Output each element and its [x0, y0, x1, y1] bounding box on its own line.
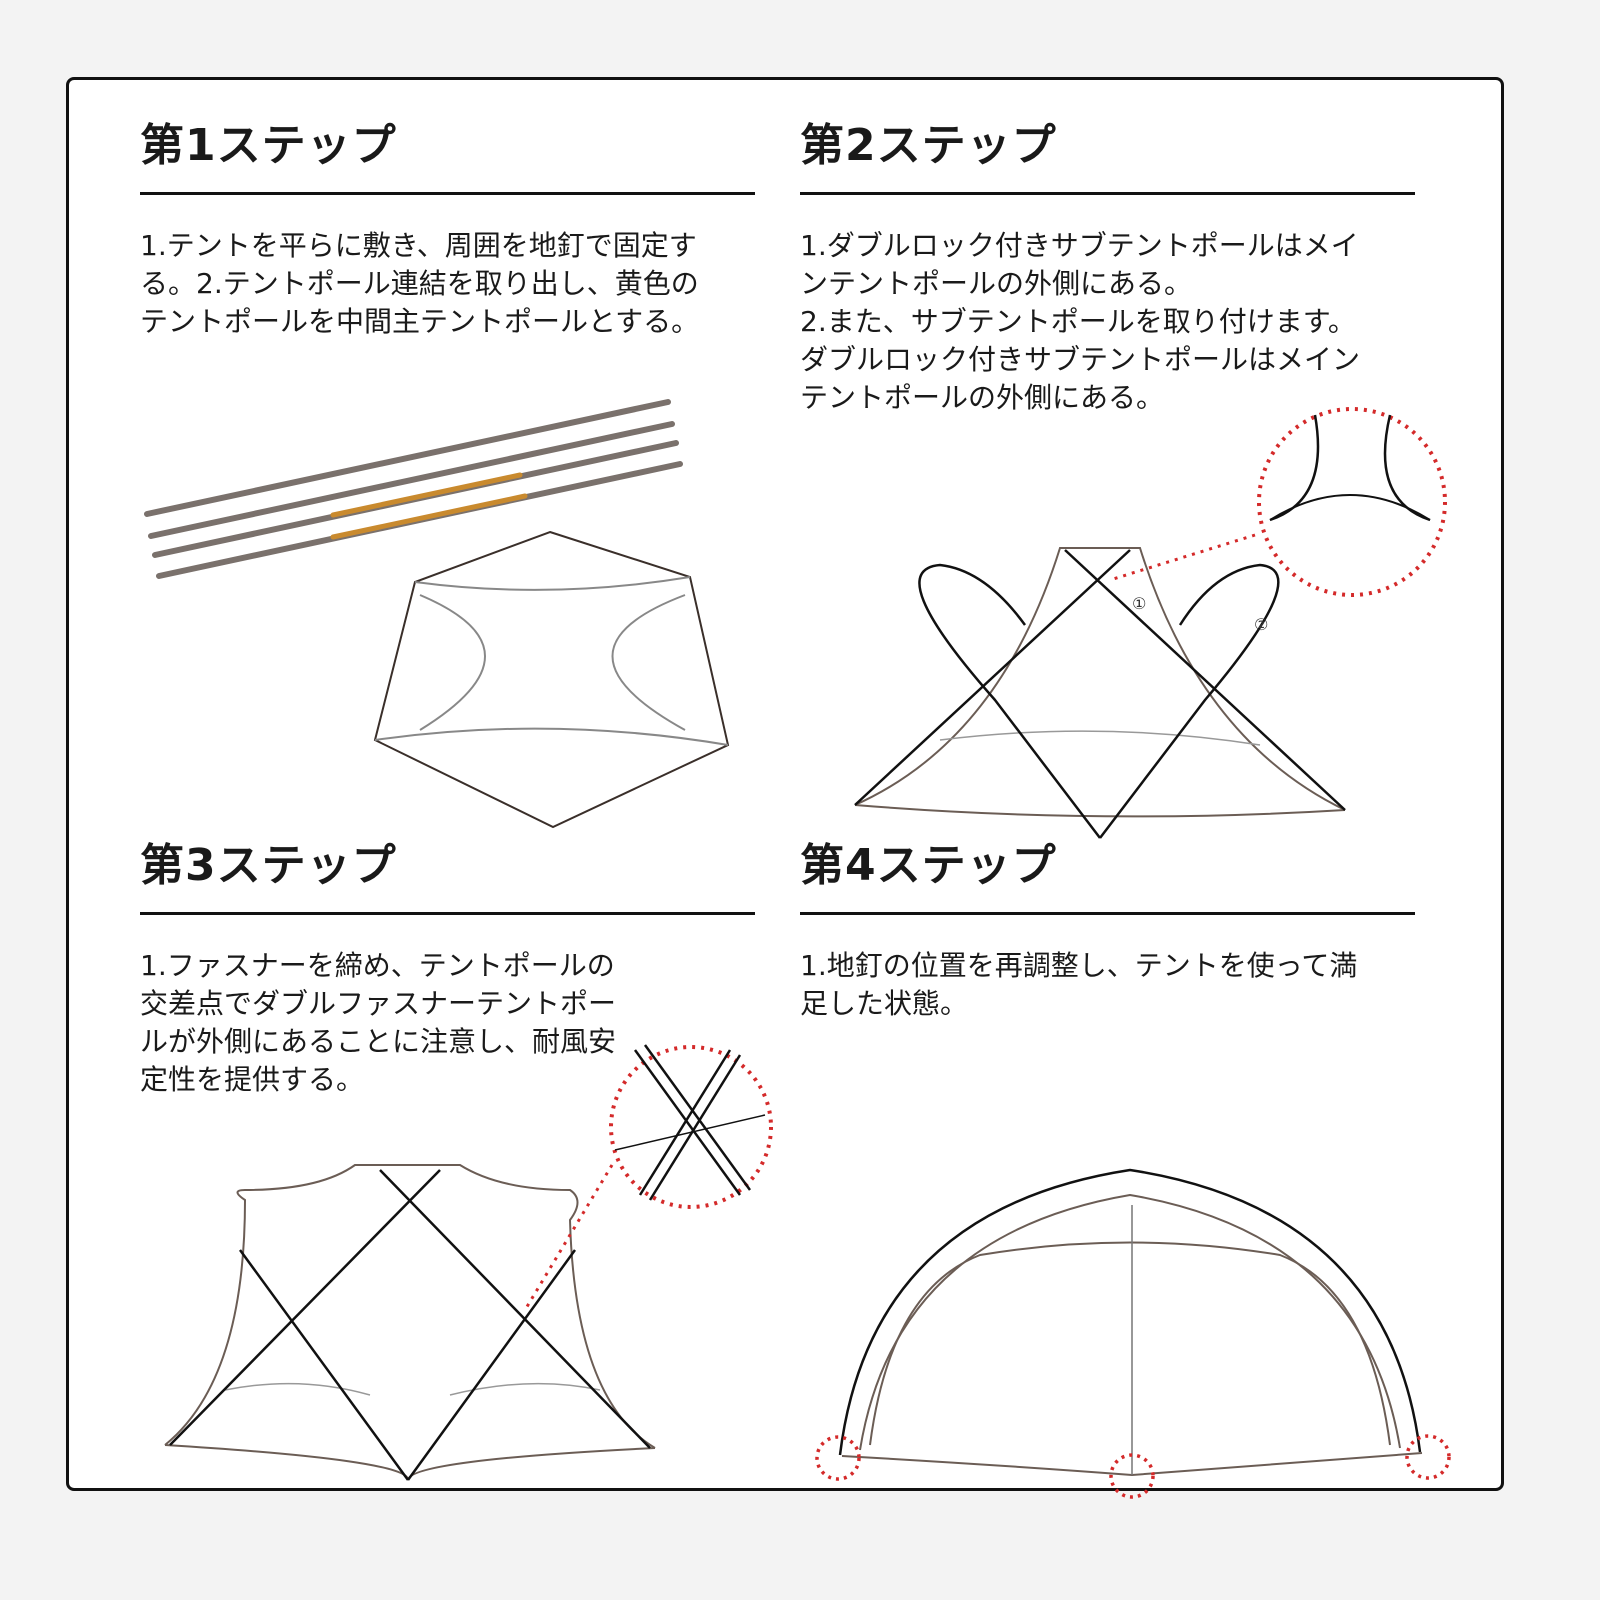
text-line: ンテントポールの外側にある。	[800, 267, 1193, 300]
step-4: 第4ステップ 1.地釘の位置を再調整し、テントを使って満 足した状態。	[800, 838, 1430, 1023]
text-line: る。2.テントポール連結を取り出し、黄色の	[140, 267, 699, 300]
step-1: 第1ステップ 1.テントを平らに敷き、周囲を地釘で固定す る。2.テントポール連…	[140, 118, 770, 341]
text-line: 定性を提供する。	[140, 1063, 365, 1096]
text-line: テントポールの外側にある。	[800, 381, 1165, 414]
step-1-text: 1.テントを平らに敷き、周囲を地釘で固定す る。2.テントポール連結を取り出し、…	[140, 227, 770, 341]
step-3-title: 第3ステップ	[140, 840, 397, 891]
divider	[800, 192, 1415, 195]
text-line: 足した状態。	[800, 987, 969, 1020]
divider	[140, 912, 755, 915]
text-line: 2.また、サブテントポールを取り付けます。	[800, 305, 1356, 338]
text-line: ルが外側にあることに注意し、耐風安	[140, 1025, 617, 1058]
step-1-title: 第1ステップ	[140, 120, 397, 171]
text-line: 1.テントを平らに敷き、周囲を地釘で固定す	[140, 229, 697, 262]
step-4-title: 第4ステップ	[800, 840, 1057, 891]
text-line: ダブルロック付きサブテントポールはメイン	[800, 343, 1361, 376]
step-2-text: 1.ダブルロック付きサブテントポールはメイ ンテントポールの外側にある。 2.ま…	[800, 227, 1430, 417]
step-2: 第2ステップ 1.ダブルロック付きサブテントポールはメイ ンテントポールの外側に…	[800, 118, 1430, 417]
text-line: 1.ダブルロック付きサブテントポールはメイ	[800, 229, 1359, 262]
text-line: 1.地釘の位置を再調整し、テントを使って満	[800, 949, 1358, 982]
divider	[800, 912, 1415, 915]
text-line: 1.ファスナーを締め、テントポールの	[140, 949, 615, 982]
divider	[140, 192, 755, 195]
text-line: テントポールを中間主テントポールとする。	[140, 305, 700, 338]
step-3: 第3ステップ 1.ファスナーを締め、テントポールの 交差点でダブルファスナーテン…	[140, 838, 770, 1099]
text-line: 交差点でダブルファスナーテントポー	[140, 987, 617, 1020]
step-3-text: 1.ファスナーを締め、テントポールの 交差点でダブルファスナーテントポー ルが外…	[140, 947, 770, 1099]
step-4-text: 1.地釘の位置を再調整し、テントを使って満 足した状態。	[800, 947, 1430, 1023]
step-2-title: 第2ステップ	[800, 120, 1057, 171]
